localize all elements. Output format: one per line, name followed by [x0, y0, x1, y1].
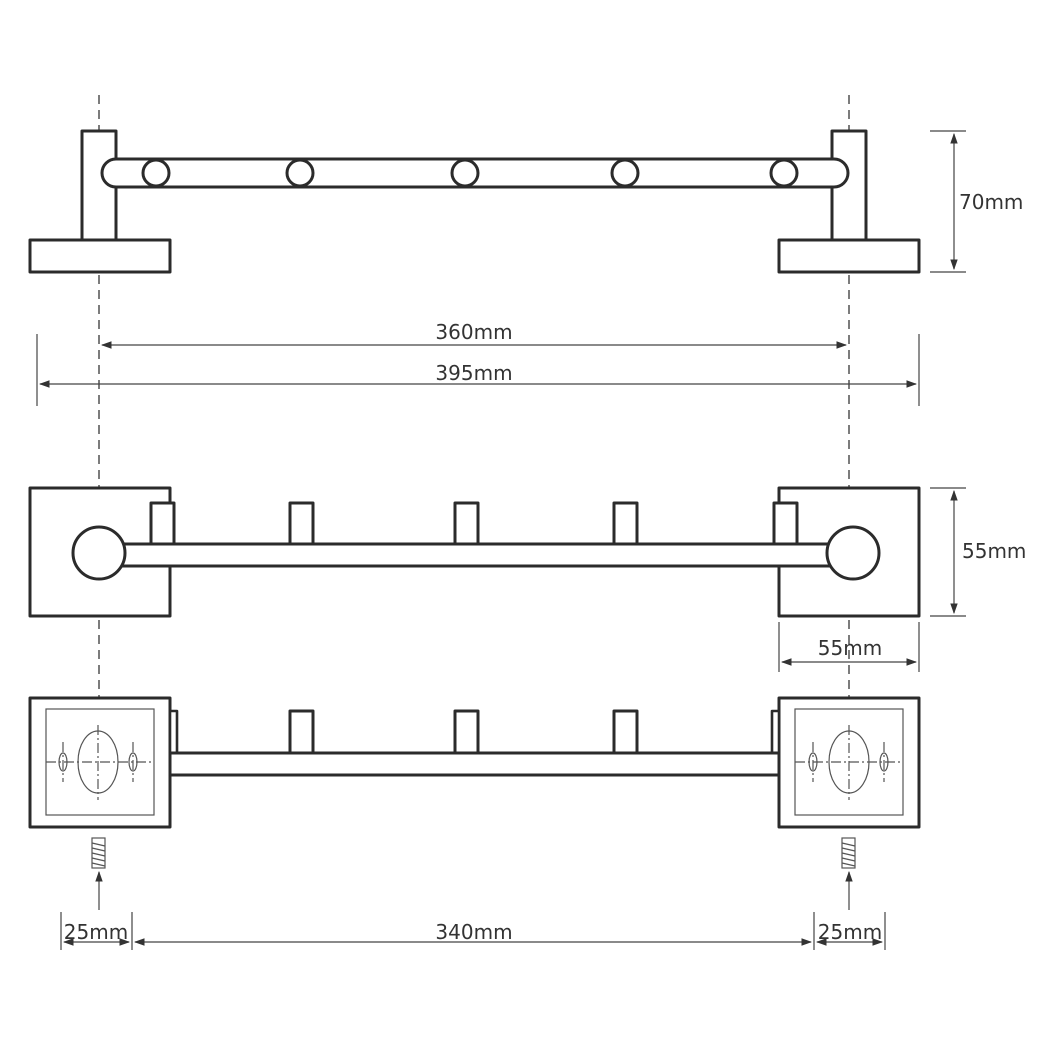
rear-rail [168, 751, 781, 777]
dimension-bottom: 25mm 340mm 25mm [60, 912, 886, 950]
dimension-lengths: 360mm 395mm [36, 320, 920, 406]
hook-front-1 [149, 501, 176, 546]
label-70mm: 70mm [959, 190, 1023, 214]
hook-top-1 [141, 158, 171, 188]
hook-rear-2 [453, 709, 480, 755]
hook-top-5 [769, 158, 799, 188]
label-55mm-horizontal: 55mm [818, 636, 882, 660]
right-connector [770, 709, 781, 755]
label-360mm: 360mm [435, 320, 512, 344]
right-base-plate [777, 238, 921, 274]
front-rail [110, 542, 840, 568]
label-340mm: 340mm [435, 920, 512, 944]
screw-left [91, 837, 106, 910]
dimension-height: 70mm [930, 130, 1023, 273]
hook-top-2 [285, 158, 315, 188]
label-25mm-left: 25mm [64, 920, 128, 944]
hook-rear-1 [288, 709, 315, 755]
rear-view [28, 696, 921, 829]
left-end-cap [71, 525, 127, 581]
center-lines [98, 95, 850, 700]
hook-rear-3 [612, 709, 639, 755]
hook-front-3 [453, 501, 480, 546]
hook-top-4 [610, 158, 640, 188]
label-55mm-vertical: 55mm [962, 539, 1026, 563]
hook-top-3 [450, 158, 480, 188]
left-base-plate [28, 238, 172, 274]
dimension-depth: 55mm [930, 487, 1026, 617]
label-25mm-right: 25mm [818, 920, 882, 944]
top-view [28, 129, 921, 274]
left-connector [168, 709, 179, 755]
front-view [28, 486, 921, 618]
screw-right [841, 837, 856, 910]
hook-front-5 [772, 501, 799, 546]
hook-front-4 [612, 501, 639, 546]
label-395mm: 395mm [435, 361, 512, 385]
hook-front-2 [288, 501, 315, 546]
right-end-cap [825, 525, 881, 581]
dimension-base-width: 55mm [778, 622, 920, 672]
